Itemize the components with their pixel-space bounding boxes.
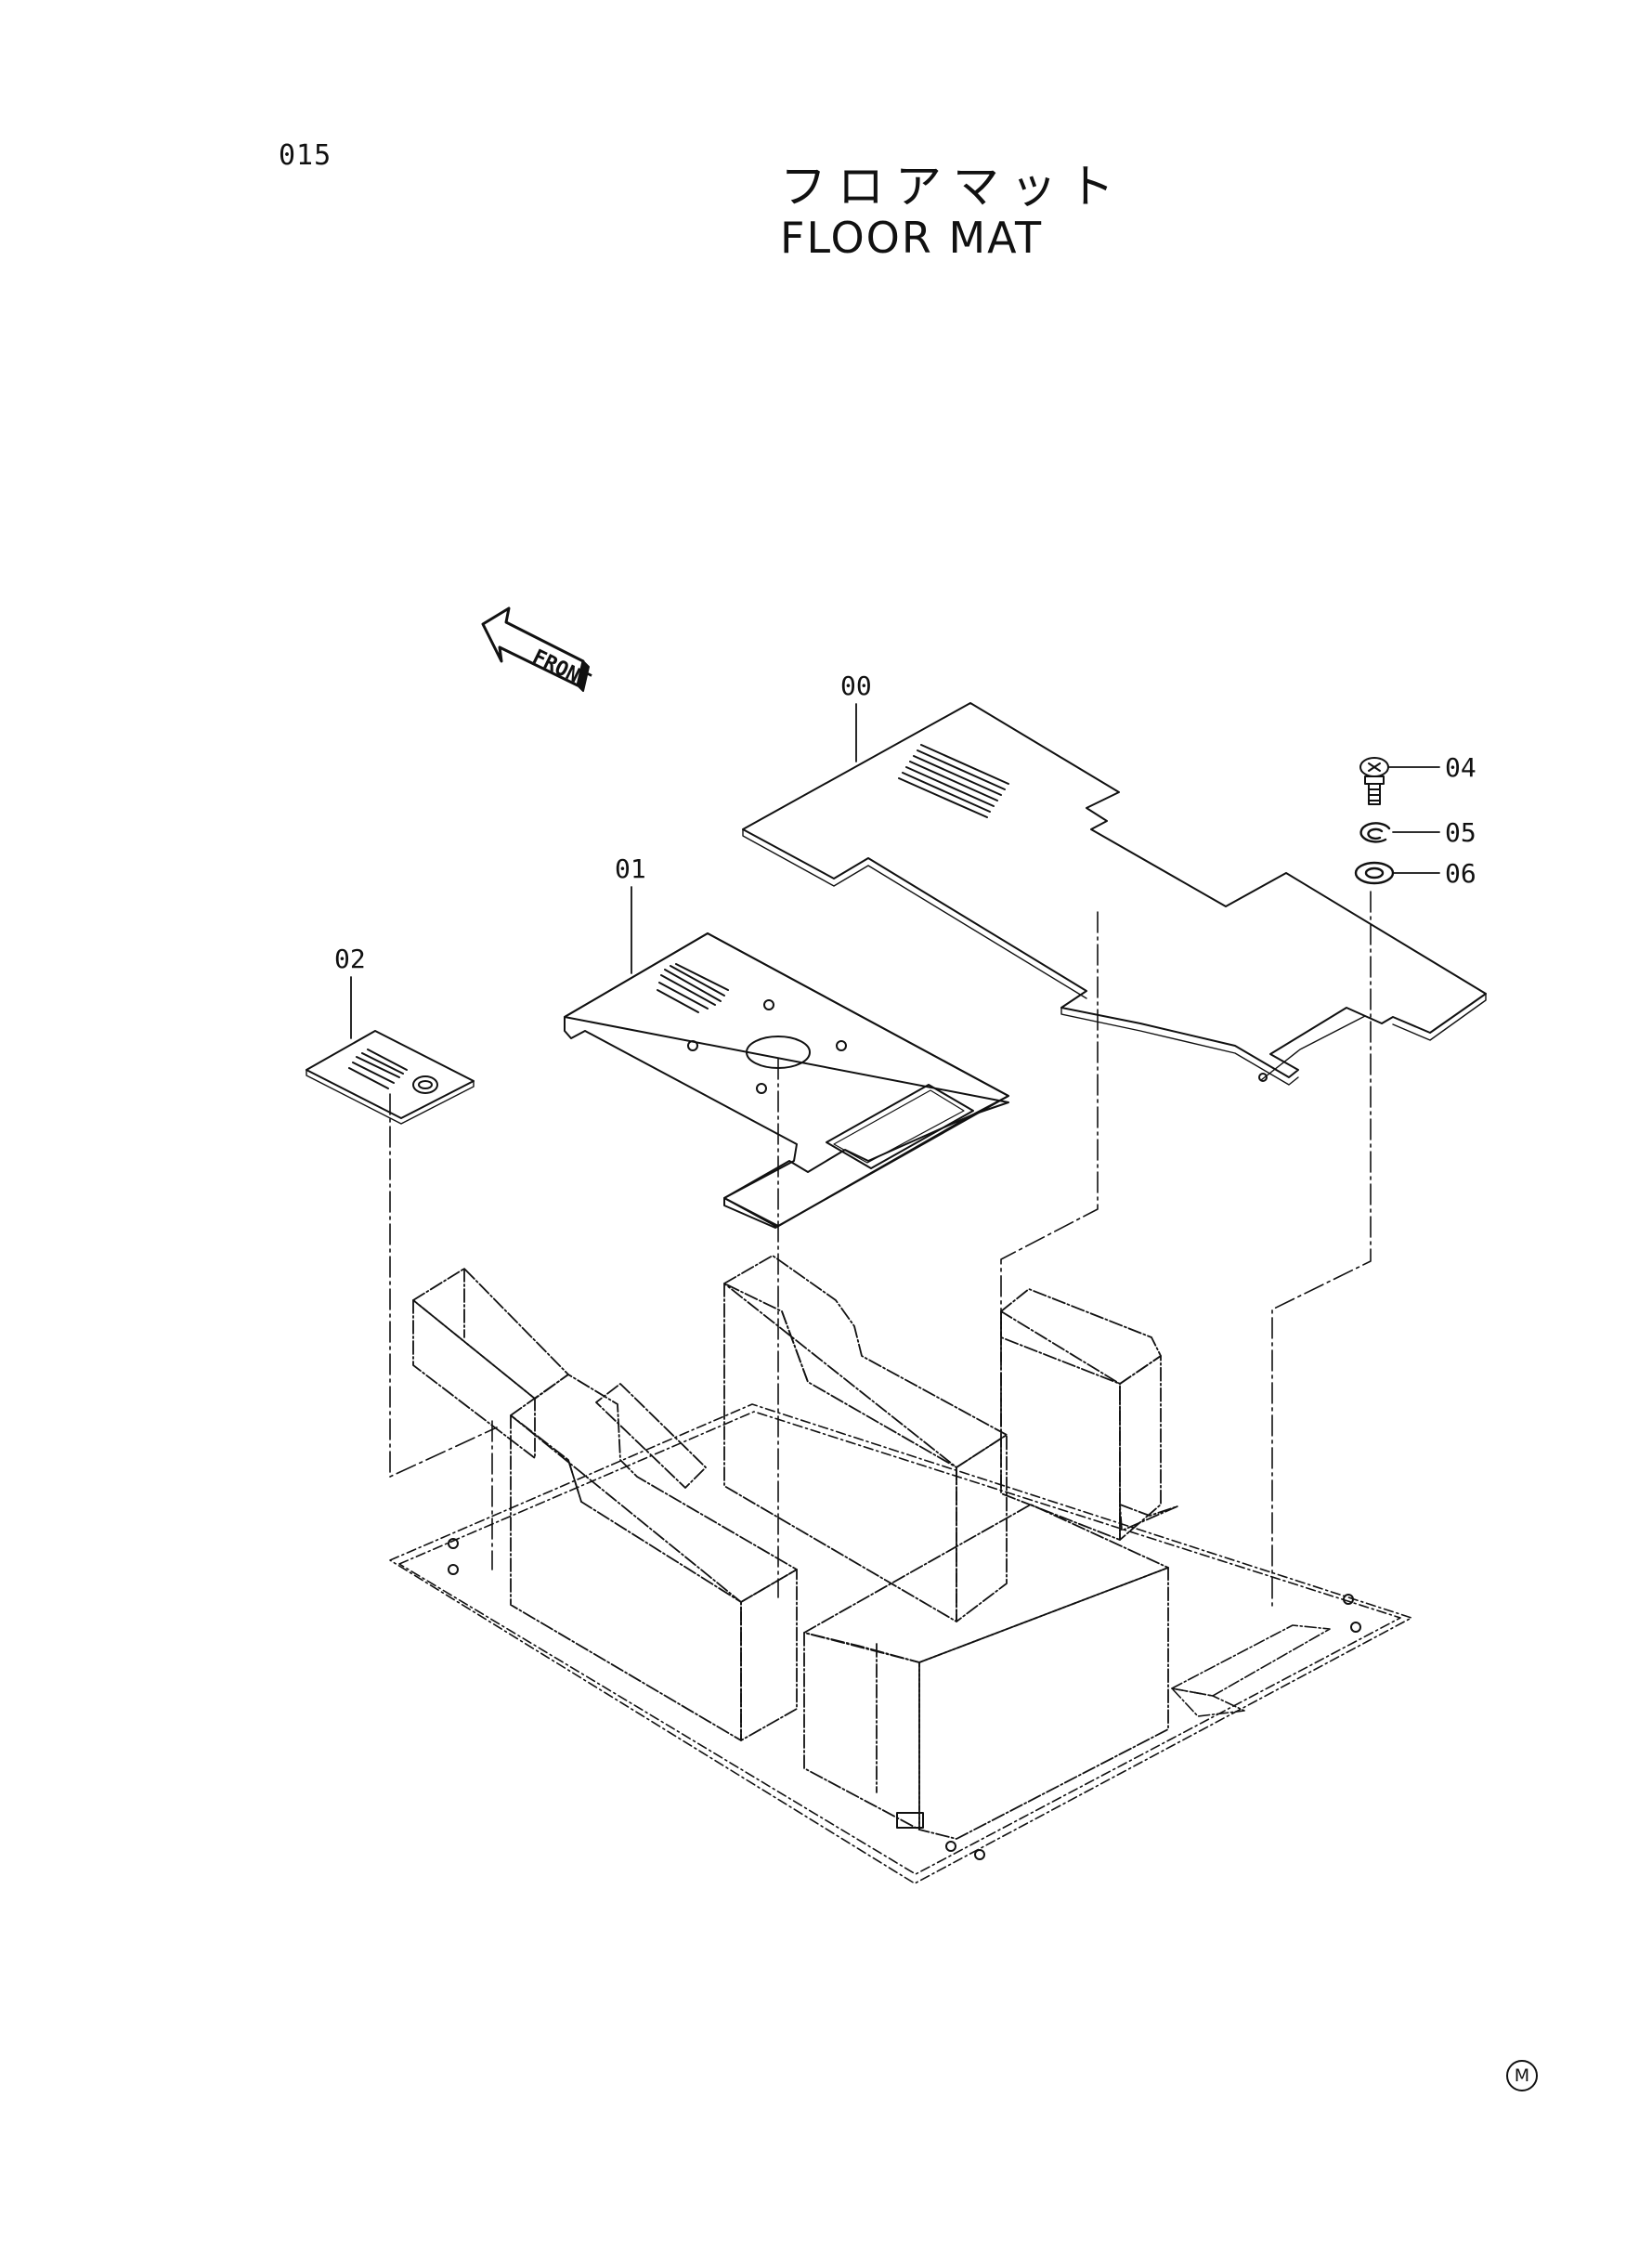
title-japanese: フロアマット	[780, 160, 1125, 214]
base-holes	[448, 1538, 1361, 1860]
bolt-icon	[1359, 757, 1389, 805]
floor-mat-02	[306, 1030, 475, 1125]
title-english: FLOOR MAT	[780, 212, 1044, 263]
callout-04: 04	[1445, 752, 1476, 783]
page-number: 015	[279, 139, 332, 172]
mat-01-holes	[687, 999, 847, 1094]
floor-mat-01	[564, 932, 1009, 1229]
front-arrow-icon: FRONT	[481, 606, 594, 693]
front-right-block	[803, 1504, 1169, 1840]
center-block	[723, 1255, 1008, 1622]
callout-05: 05	[1445, 817, 1476, 848]
callout-06: 06	[1445, 858, 1476, 889]
callout-leaders	[350, 703, 1440, 1039]
base-frame	[389, 1403, 1412, 1884]
right-rail	[1171, 1624, 1331, 1717]
copyright-mark: M	[1506, 2060, 1538, 2091]
rear-right-block	[1000, 1288, 1178, 1541]
callout-02: 02	[334, 944, 366, 974]
assembly-guides	[389, 891, 1372, 1609]
callout-01: 01	[615, 853, 646, 884]
washer-icon	[1354, 861, 1395, 885]
title-block: フロアマット FLOOR MAT	[780, 163, 1125, 265]
left-seat-block	[510, 1374, 798, 1741]
callout-00: 00	[840, 671, 872, 701]
spring-washer-icon	[1359, 822, 1391, 843]
floor-mat-00	[742, 702, 1487, 1086]
hatch-00	[898, 744, 1009, 818]
callout-labels: 00 01 02 04 05 06	[334, 671, 1476, 974]
hatch-01	[657, 963, 729, 1013]
